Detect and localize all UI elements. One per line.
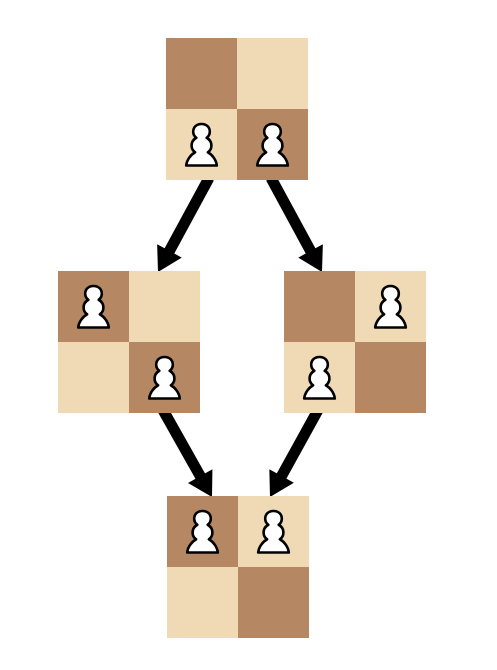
arrow-shaft [163,175,214,256]
white-pawn-icon [373,284,408,329]
square-dark [58,271,129,342]
square-dark [355,342,426,413]
arrow-head [269,469,294,497]
white-pawn-icon [302,355,337,400]
square-light [167,567,238,638]
arrow-right-to-bottom [269,407,323,497]
arrow-shaft [158,407,206,481]
board-right [284,271,426,413]
square-dark [167,496,238,567]
square-light [166,109,237,180]
board-top [166,38,308,180]
arrow-shaft [275,407,323,481]
arrow-top-to-right [266,175,323,272]
square-light [355,271,426,342]
board-bottom [167,496,309,638]
square-dark [238,567,309,638]
white-pawn-icon [184,122,219,167]
arrow-head [298,244,323,272]
square-light [237,38,308,109]
white-pawn-icon [147,355,182,400]
white-pawn-icon [76,284,111,329]
square-dark [129,342,200,413]
white-pawn-icon [256,509,291,554]
white-pawn-icon [255,122,290,167]
arrow-top-to-left [157,175,214,272]
square-dark [284,271,355,342]
white-pawn-icon [185,509,220,554]
square-dark [237,109,308,180]
square-light [129,271,200,342]
arrow-head [188,469,213,497]
square-light [58,342,129,413]
square-light [238,496,309,567]
arrow-shaft [266,175,317,256]
square-dark [166,38,237,109]
square-light [284,342,355,413]
board-left [58,271,200,413]
arrow-left-to-bottom [158,407,213,497]
arrow-head [157,244,182,272]
